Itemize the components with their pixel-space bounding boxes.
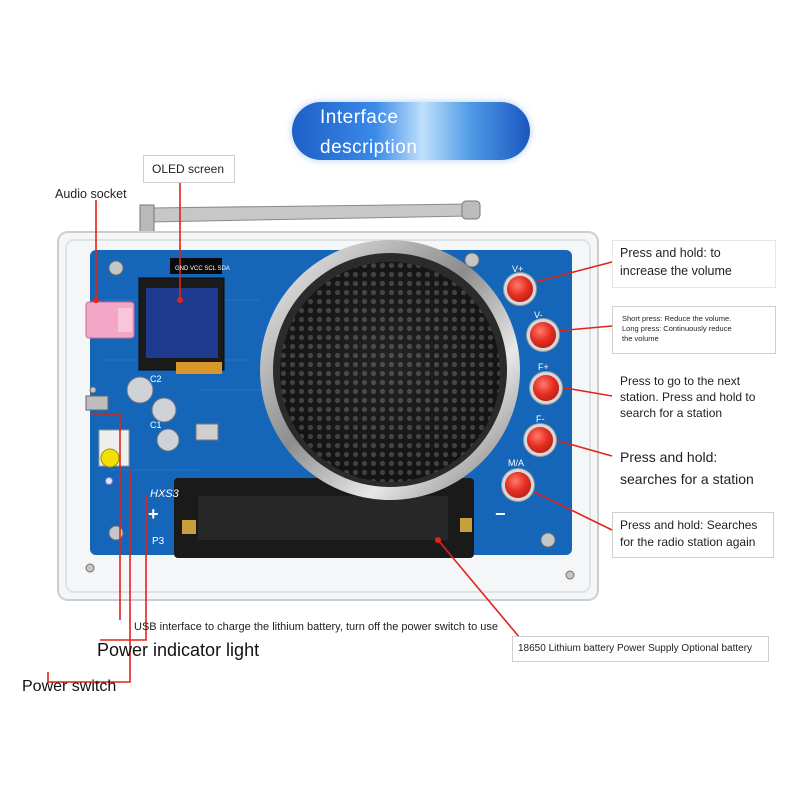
vol-up-line2: increase the volume	[620, 264, 732, 278]
oled-pin-label: GND VCC SCL SDA	[175, 266, 230, 272]
research-line2: for the radio station again	[620, 535, 756, 549]
power-switch-knob	[100, 448, 120, 468]
p3-label: P3	[152, 536, 165, 547]
research-station-button[interactable]	[505, 472, 531, 498]
btn-fplus-label: F+	[538, 362, 549, 372]
oled-label-box	[143, 155, 235, 183]
callout-lines	[47, 172, 613, 683]
btn-ma-label: M/A	[508, 458, 525, 468]
research-line1: Press and hold: Searches	[620, 518, 758, 532]
battery-box	[512, 636, 769, 662]
plus-terminal-label: +	[148, 504, 159, 524]
next-station-button[interactable]	[533, 375, 559, 401]
capacitors	[126, 376, 180, 452]
research-box	[612, 512, 774, 558]
screws	[85, 252, 575, 580]
battery-label: 18650 Lithium battery Power Supply Optio…	[518, 643, 753, 654]
power-indicator-led	[105, 477, 113, 485]
vol-down-line3: the volume	[622, 334, 659, 343]
next-station-line1: Press to go to the next	[620, 374, 741, 388]
vol-down-line2: Long press: Continuously reduce	[622, 324, 732, 333]
power-light-label: Power indicator light	[97, 640, 260, 660]
btn-vminus-label: V-	[534, 310, 543, 320]
usb-label: USB interface to charge the lithium batt…	[134, 621, 498, 633]
title-banner	[292, 102, 530, 160]
oled-label: OLED screen	[152, 162, 225, 176]
btn-fminus-label: F-	[536, 414, 545, 424]
board-logo: HXS3	[150, 488, 179, 500]
next-station-line3: search for a station	[620, 406, 723, 420]
btn-vplus-label: V+	[512, 264, 524, 274]
title-line2: description	[320, 137, 418, 158]
minus-terminal-label: −	[495, 504, 506, 524]
vol-down-box	[612, 306, 776, 354]
c1-label: C1	[150, 420, 162, 430]
search-line1: Press and hold:	[620, 449, 718, 465]
search-station-button[interactable]	[527, 427, 553, 453]
usb-port	[85, 395, 109, 411]
search-line2: searches for a station	[620, 471, 754, 487]
title-line1: Interface	[320, 107, 399, 128]
volume-down-button[interactable]	[530, 322, 556, 348]
vol-up-line1: Press and hold: to	[620, 246, 721, 260]
vol-up-box	[612, 240, 776, 288]
c2-label: C2	[150, 374, 162, 384]
audio-socket-label: Audio socket	[55, 187, 127, 201]
power-switch-label: Power switch	[22, 678, 117, 695]
volume-up-button[interactable]	[507, 276, 533, 302]
next-station-line2: station. Press and hold to	[620, 390, 756, 404]
vol-down-line1: Short press: Reduce the volume.	[622, 314, 732, 323]
